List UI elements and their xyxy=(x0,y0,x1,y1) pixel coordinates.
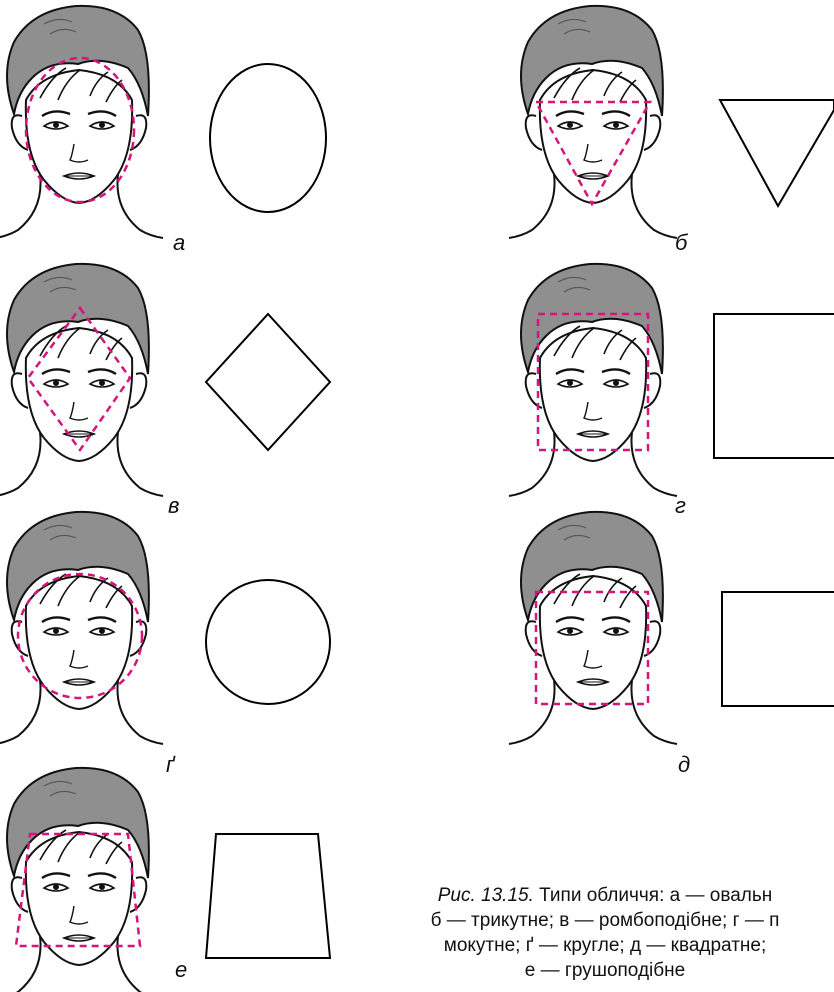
label-b: б xyxy=(675,230,687,256)
square-shape xyxy=(722,592,834,706)
label-d: д xyxy=(678,752,690,778)
caption-line-1: Рис. 13.15. Типи обличчя: а — овальн xyxy=(345,883,834,908)
panel-diamond xyxy=(0,258,360,498)
figure-caption: Рис. 13.15. Типи обличчя: а — овальн б —… xyxy=(345,883,834,983)
panel-oval xyxy=(0,0,360,250)
face-drawing xyxy=(0,264,163,496)
circle-shape xyxy=(206,580,330,704)
face-drawing xyxy=(509,512,677,744)
oval-shape xyxy=(210,64,326,212)
panel-circle xyxy=(0,506,360,756)
caption-line-4: е — грушоподібне xyxy=(345,958,834,983)
caption-line-2: б — трикутне; в — ромбоподібне; г — п xyxy=(345,908,834,933)
caption-line-3: мокутне; ґ — кругле; д — квадратне; xyxy=(345,933,834,958)
caption-prefix: Рис. 13.15. xyxy=(438,885,534,906)
panel-triangle xyxy=(500,0,834,250)
triangle-shape xyxy=(720,100,834,206)
panel-square xyxy=(500,506,834,756)
face-drawing xyxy=(0,512,163,744)
panel-rectangle xyxy=(500,258,834,498)
face-drawing xyxy=(509,264,677,496)
trapezoid-shape xyxy=(206,834,330,958)
caption-line1-text: Типи обличчя: а — овальн xyxy=(539,885,772,906)
diamond-shape xyxy=(206,314,330,450)
label-e: е xyxy=(175,957,187,983)
rectangle-shape xyxy=(714,314,834,458)
label-a: а xyxy=(173,230,185,256)
